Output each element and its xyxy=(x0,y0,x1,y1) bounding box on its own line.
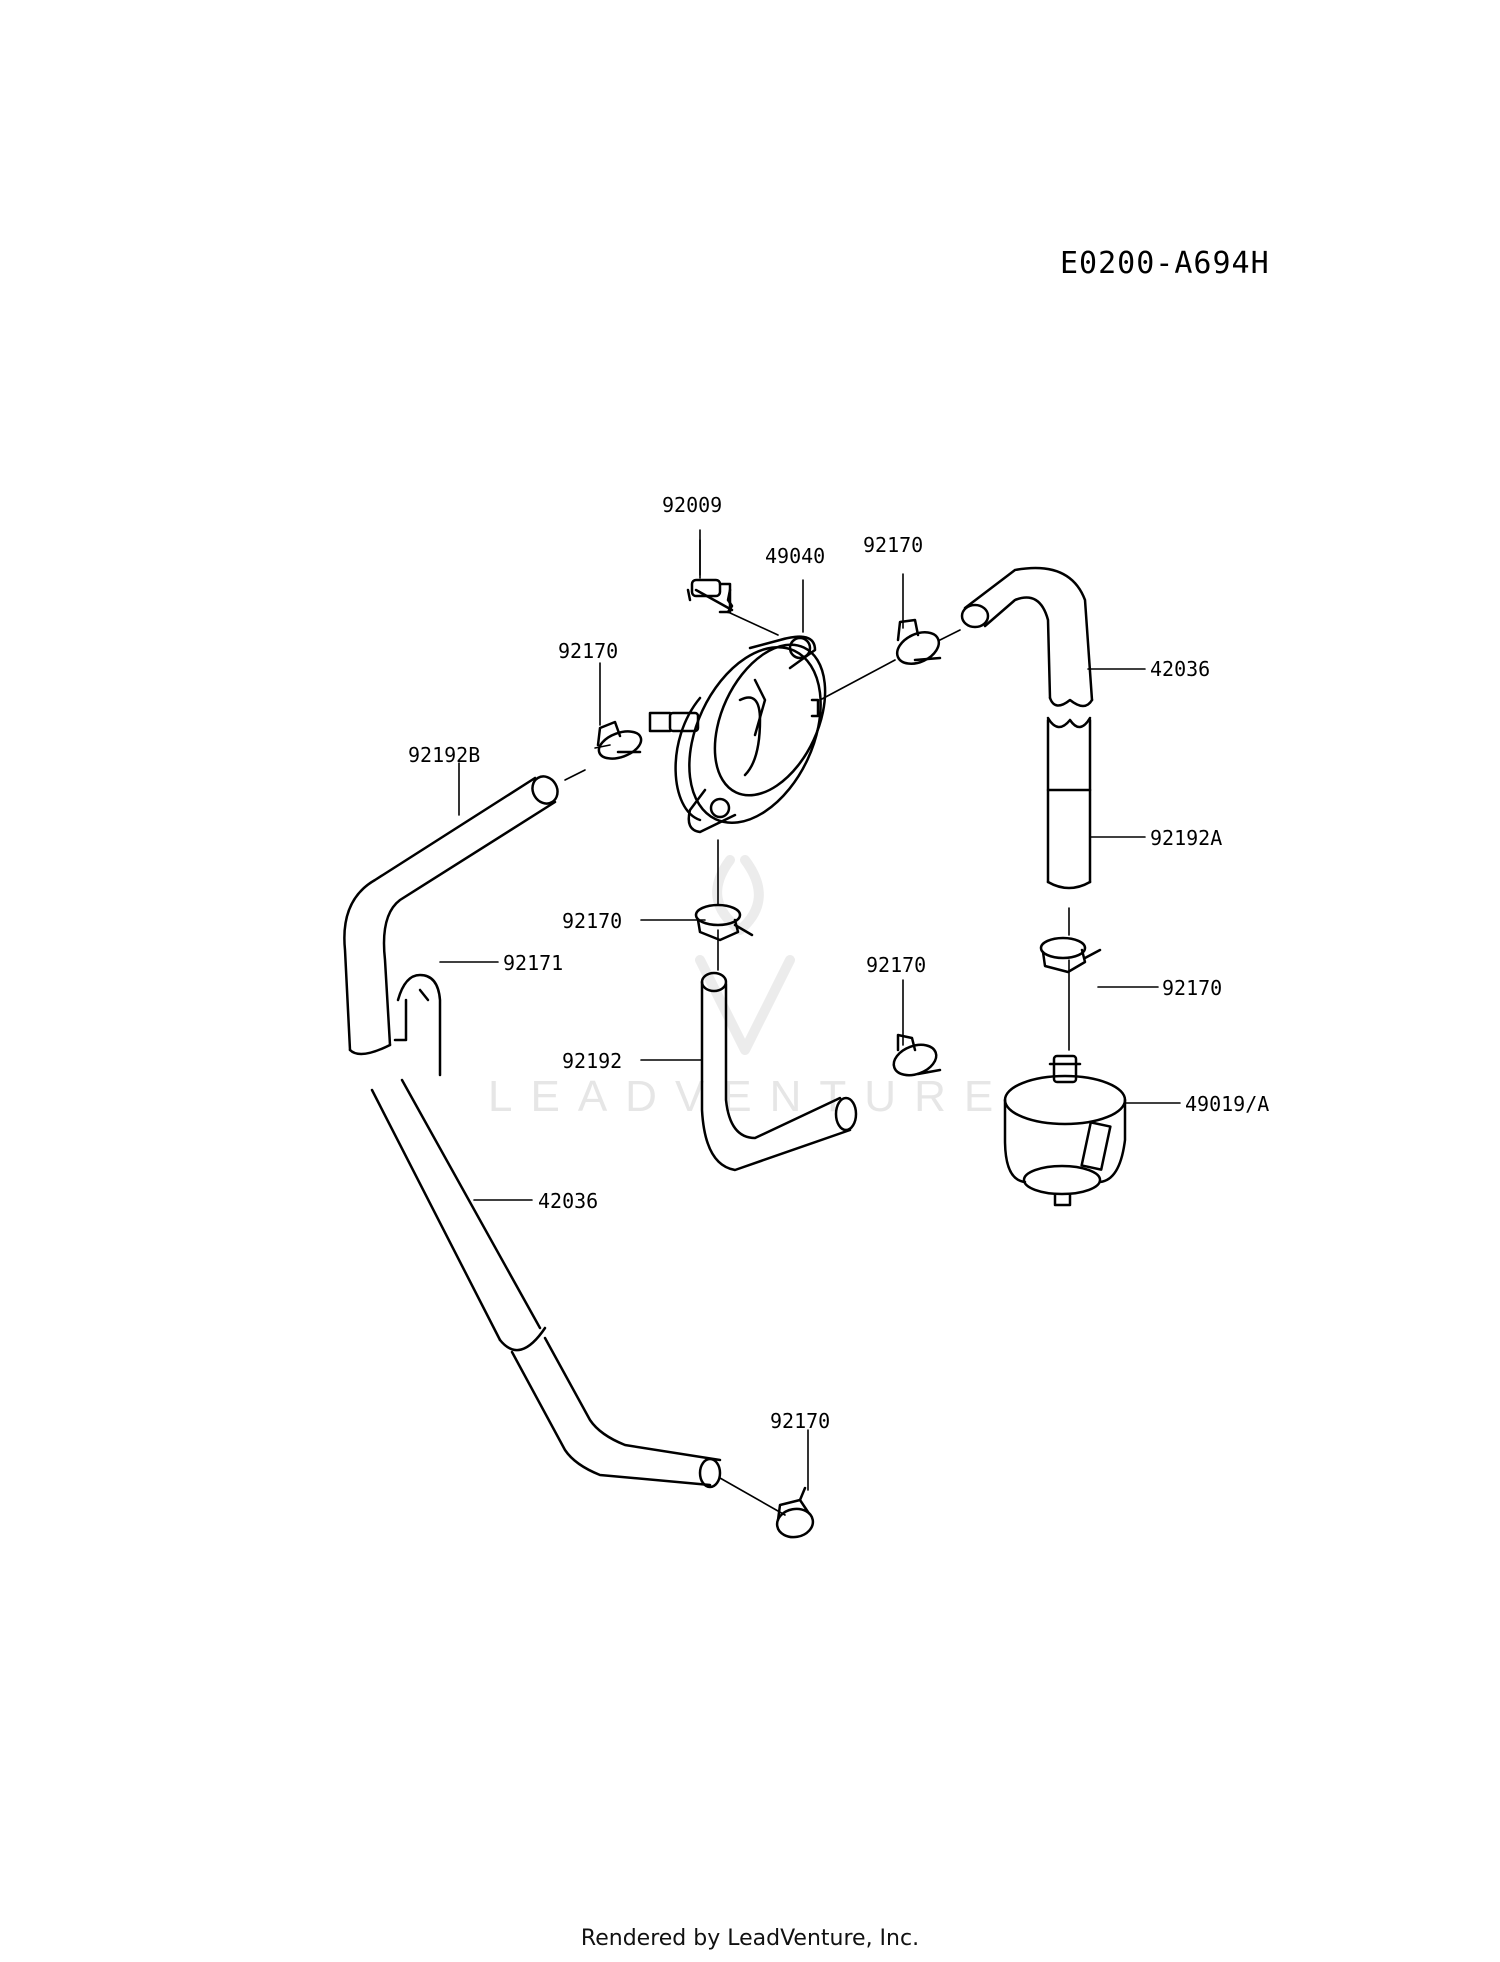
watermark-text: LEADVENTURE xyxy=(488,1072,1012,1121)
hose-42036-upper xyxy=(960,566,1094,708)
leader-lines xyxy=(439,539,1181,1491)
hose-clamp-92170-mid xyxy=(892,1033,942,1077)
footer-credit: Rendered by LeadVenture, Inc. xyxy=(580,1926,920,1951)
part-label-92170-upper-left: 92170 xyxy=(558,639,618,663)
part-label-92170-right: 92170 xyxy=(1162,976,1222,1000)
hose-92192 xyxy=(700,971,858,1172)
part-label-49040: 49040 xyxy=(765,544,825,568)
fuel-filter-49019A xyxy=(1003,1054,1127,1207)
hose-clamp-92170-right xyxy=(1039,936,1102,974)
part-label-42036-lower: 42036 xyxy=(538,1189,598,1213)
bolt-92009 xyxy=(686,578,734,614)
part-label-92009: 92009 xyxy=(662,493,722,517)
part-label-92192: 92192 xyxy=(562,1049,622,1073)
part-label-92192B: 92192B xyxy=(408,743,480,767)
hose-clamp-92170-upper-left xyxy=(596,720,643,760)
hose-92192A xyxy=(1046,716,1092,890)
part-label-92170-mid: 92170 xyxy=(866,953,926,977)
hose-clip-92171 xyxy=(393,973,442,1077)
hose-clamp-92170-bottom xyxy=(775,1486,815,1539)
part-label-42036-upper: 42036 xyxy=(1150,657,1210,681)
part-label-92170-center: 92170 xyxy=(562,909,622,933)
part-label-49019A: 49019/A xyxy=(1185,1092,1269,1116)
part-label-92171: 92171 xyxy=(503,951,563,975)
fuel-pump-49040 xyxy=(648,635,827,834)
part-labels: 92009 49040 92170 42036 92170 92192B 921… xyxy=(408,493,1269,1433)
part-label-92170-upper-right: 92170 xyxy=(863,533,923,557)
watermark-logo xyxy=(695,855,795,1055)
part-label-92192A: 92192A xyxy=(1150,826,1222,850)
diagram-code: E0200-A694H xyxy=(1060,246,1270,281)
part-label-92170-bottom: 92170 xyxy=(770,1409,830,1433)
hose-clamp-92170-upper-right xyxy=(895,618,942,665)
hose-92192B-and-42036-left xyxy=(343,775,722,1489)
